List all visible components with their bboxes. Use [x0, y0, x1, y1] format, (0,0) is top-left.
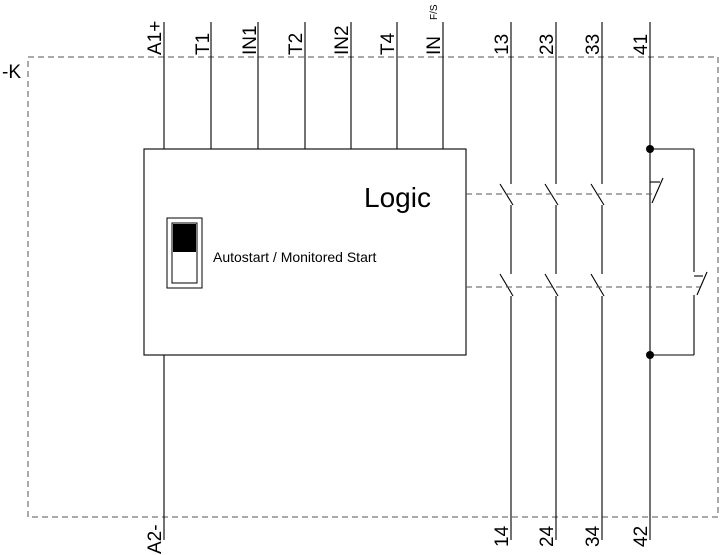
- contact-13-14: [499, 22, 514, 540]
- terminal-label-34: 34: [583, 525, 604, 547]
- terminal-label-23: 23: [537, 34, 558, 55]
- contact-23-24: [544, 22, 559, 540]
- terminal-label-t4: T4: [378, 32, 399, 55]
- terminal-label-41: 41: [631, 34, 652, 55]
- switch-label: Autostart / Monitored Start: [213, 249, 377, 265]
- terminal-label-14: 14: [492, 525, 513, 547]
- terminal-label-24: 24: [537, 525, 558, 547]
- terminal-label-a1: A1+: [145, 21, 166, 55]
- terminal-label-in2: IN2: [332, 25, 353, 55]
- terminal-label-a2: A2-: [145, 524, 166, 554]
- terminal-label-t1: T1: [193, 33, 214, 55]
- terminal-label-in: IN: [424, 36, 445, 55]
- contact-41-42: [646, 22, 708, 540]
- terminal-label-33: 33: [583, 34, 604, 55]
- mode-switch: [166, 217, 203, 289]
- device-boundary: [27, 56, 719, 518]
- terminal-label-t2: T2: [286, 33, 307, 55]
- terminal-label-42: 42: [631, 526, 652, 547]
- device-label: -K: [2, 62, 21, 83]
- terminal-label-in1: IN1: [240, 25, 261, 55]
- contact-33-34: [590, 22, 605, 540]
- terminal-label-13: 13: [492, 34, 513, 55]
- logic-label: Logic: [364, 182, 431, 213]
- terminal-label-fs: F/S: [429, 4, 440, 20]
- switch-toggle: [173, 224, 196, 252]
